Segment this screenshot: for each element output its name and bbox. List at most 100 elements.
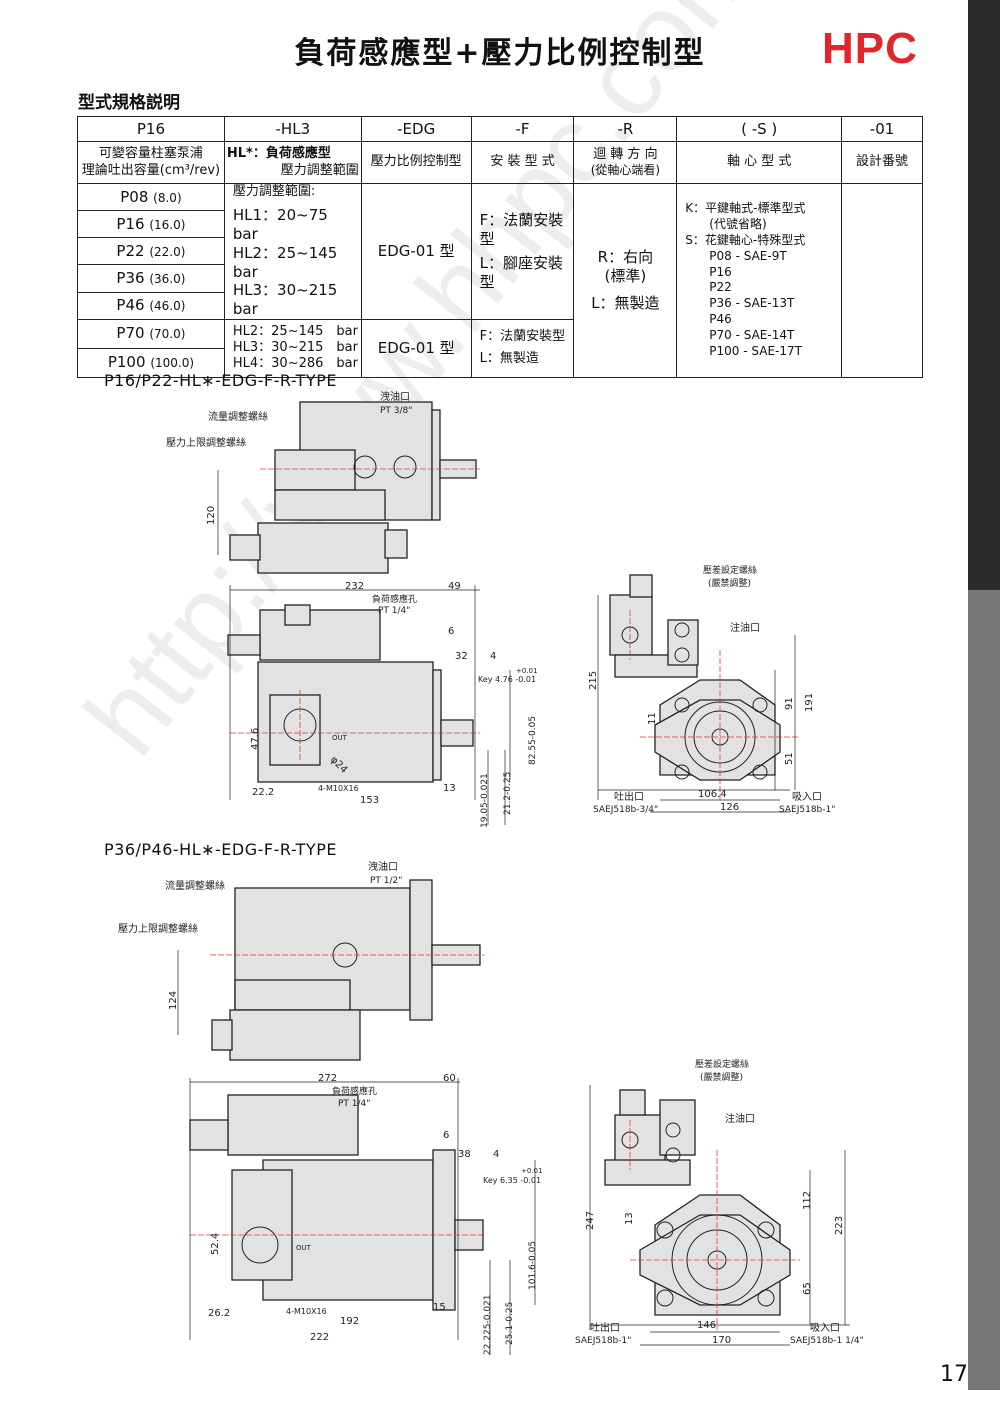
desc: 可變容量柱塞泵浦理論吐出容量(cm³/rev) [77,141,225,184]
label-flow-screw: 流量調整螺絲 [208,410,268,423]
dim-22-2: 22.2 [252,787,274,798]
label-outlet-sae: SAEJ518b-1" [575,1336,631,1346]
dim-shaft-key: 25.1-0.25 [505,1302,515,1345]
label-drain-pt: PT 3/8" [380,406,412,416]
dim-153: 153 [360,795,379,806]
dim-52-4: 52.4 [210,1233,221,1255]
text: HL2：25~145 bar [232,243,353,281]
label-diff-screw: 壓差設定螺絲 [695,1058,749,1070]
text: P46 [709,312,732,327]
shaft-cell: K：平鍵軸式-標準型式(代號省略)S：花鍵軸心-特殊型式 P08 - SAE-9… [676,183,843,378]
design-number-cell [841,183,923,378]
page-number: 17 [940,1362,968,1387]
dim-272: 272 [318,1073,337,1084]
desc-text: (從軸心端看) [590,163,661,178]
desc-text: 迴 轉 方 向 [593,146,658,162]
text: P70 [116,324,145,343]
text: (16.0) [149,217,186,232]
edge-band-gray [968,590,1000,1390]
desc: 迴 轉 方 向(從軸心端看) [573,141,678,184]
label-outlet: 吐出口 [590,1321,620,1334]
label-ls-pt: PT 1/4" [378,606,410,616]
text: R：右向 [597,248,654,267]
edge-band-dark [968,0,1000,590]
text: P100 [107,353,146,372]
capacity-cell: P22 (22.0) [77,237,225,266]
dim-112: 112 [802,1191,813,1210]
capacity-cell: P08 (8.0) [77,182,225,212]
capacity-cell: P100 (100.0) [77,347,225,378]
label-out: OUT [332,734,348,742]
mount-cell: F：法蘭安裝型 L：腳座安裝型 [470,183,575,320]
dim-191: 191 [804,693,815,712]
edg-cell: EDG-01 型 [360,183,472,320]
desc-text: 理論吐出容量(cm³/rev) [81,162,221,178]
dim-15: 15 [433,1302,446,1313]
text: P46 [116,296,145,315]
label-drain-port: 洩油口 [368,860,398,873]
dim-shaft-key: 21.2-0.25 [503,772,513,815]
dim-26-2: 26.2 [208,1308,230,1319]
dim-32: 32 [455,651,468,662]
text: P36 [116,269,145,288]
text: P16 [116,214,145,233]
code: -01 [841,116,923,142]
label-ls-pt: PT 1/4" [338,1099,370,1109]
dim-pilot-dia: 82.55-0.05 [528,716,538,765]
key-tolerance: +0.01 [516,667,537,675]
capacity-cell: P46 (46.0) [77,291,225,320]
capacity-row: P46 (46.0) [77,291,923,320]
label-inlet: 吸入口 [792,792,822,803]
key-tolerance: +0.01 [521,1167,542,1175]
text: (100.0) [150,356,195,371]
text: (標準) [604,267,647,285]
text: F：法蘭安裝型 [479,210,564,248]
dim-shaft-dia: 22.225-0.021 [483,1294,493,1355]
text: (代號省略) [709,217,767,232]
dim-13: 13 [624,1212,635,1225]
label-fill-port: 注油口 [730,621,760,634]
code: -EDG [360,116,472,142]
dim-146: 146 [697,1320,716,1331]
dim-222: 222 [310,1332,329,1343]
dim-51: 51 [784,752,795,765]
page-title: 負荷感應型+壓力比例控制型 [294,36,706,71]
edg-cell: EDG-01 型 [360,318,472,378]
text: P36 - SAE-13T [709,296,795,311]
label-inlet-sae: SAEJ518b-1 1/4" [790,1336,864,1346]
capacity-row: P100 (100.0) [77,347,923,378]
capacity-row: P16 (16.0) [77,210,923,239]
text: K：平鍵軸式-標準型式 [685,201,806,216]
text: P22 [116,241,145,260]
text: L：腳座安裝型 [479,254,563,292]
dim-4: 4 [493,1149,499,1160]
text: P70 - SAE-14T [709,327,795,342]
label-inlet-sae: SAEJ518b-1" [779,805,835,815]
text: (22.0) [149,244,186,259]
capacity-cell: P36 (36.0) [77,264,225,293]
label-bolt: 4-M10X16 [286,1307,327,1316]
text: L：無製造 [479,351,539,367]
dim-170: 170 [712,1335,731,1346]
text: (36.0) [149,272,186,287]
dim-pilot-dia: 101.6-0.05 [528,1241,538,1290]
dim-106-4: 106.4 [698,789,727,800]
valve-front [609,594,653,656]
label-key: Key 4.76 -0.01 [478,675,536,684]
code: -HL3 [223,116,362,142]
dim-65: 65 [802,1282,813,1295]
dim-6: 6 [443,1130,449,1141]
text: HL2：25~145 bar [232,323,358,339]
label-no-adjust: (嚴禁調整) [700,1071,743,1083]
text: S：花鍵軸心-特殊型式 [685,232,806,247]
text: HL4：30~286 bar [232,356,358,372]
text: P22 [709,280,732,295]
drawing-p36-p46: 洩油口 PT 1/2" 流量調整螺絲 壓力上限調整螺絲 124 272 60 負… [118,860,864,1355]
label-bolt: 4-M10X16 [318,784,359,793]
dim-shaft-dia: 19.05-0.021 [480,773,490,828]
dim-60: 60 [443,1073,456,1084]
pump-body-side [227,1094,359,1156]
